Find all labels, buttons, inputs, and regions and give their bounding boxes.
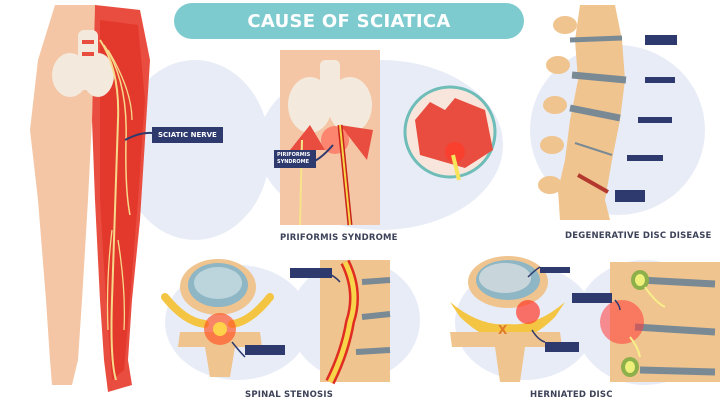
stenosis-tag-1 bbox=[290, 268, 332, 278]
degenerative-tag-3 bbox=[638, 117, 672, 123]
piriformis-illustration bbox=[280, 50, 497, 226]
stenosis-caption: SPINAL STENOSIS bbox=[245, 390, 334, 400]
stenosis-tag-2 bbox=[245, 345, 285, 355]
title-banner: CAUSE OF SCIATICA bbox=[174, 3, 524, 39]
herniated-tag-1 bbox=[540, 267, 570, 273]
stenosis-illustration bbox=[161, 259, 391, 385]
herniated-tag-2 bbox=[572, 293, 612, 303]
herniated-tag-3 bbox=[545, 342, 579, 352]
herniated-x-marker: X bbox=[498, 323, 508, 337]
degenerative-caption: DEGENERATIVE DISC DISEASE bbox=[565, 231, 712, 241]
legs-illustration bbox=[30, 5, 153, 392]
degenerative-tag-1 bbox=[645, 35, 677, 45]
spine-side-illustration bbox=[538, 5, 627, 220]
herniated-caption: HERNIATED DISC bbox=[530, 390, 613, 400]
degenerative-tag-4 bbox=[627, 155, 663, 161]
sciatic-nerve-label: SCIATIC NERVE bbox=[152, 127, 223, 143]
herniated-illustration: X bbox=[450, 256, 720, 382]
piriformis-syndrome-tag: PIRIFORMIS SYNDROME bbox=[274, 150, 316, 168]
degenerative-tag-5 bbox=[615, 190, 645, 202]
page-title: CAUSE OF SCIATICA bbox=[247, 10, 451, 32]
piriformis-caption: PIRIFORMIS SYNDROME bbox=[280, 233, 398, 243]
degenerative-tag-2 bbox=[645, 77, 675, 83]
